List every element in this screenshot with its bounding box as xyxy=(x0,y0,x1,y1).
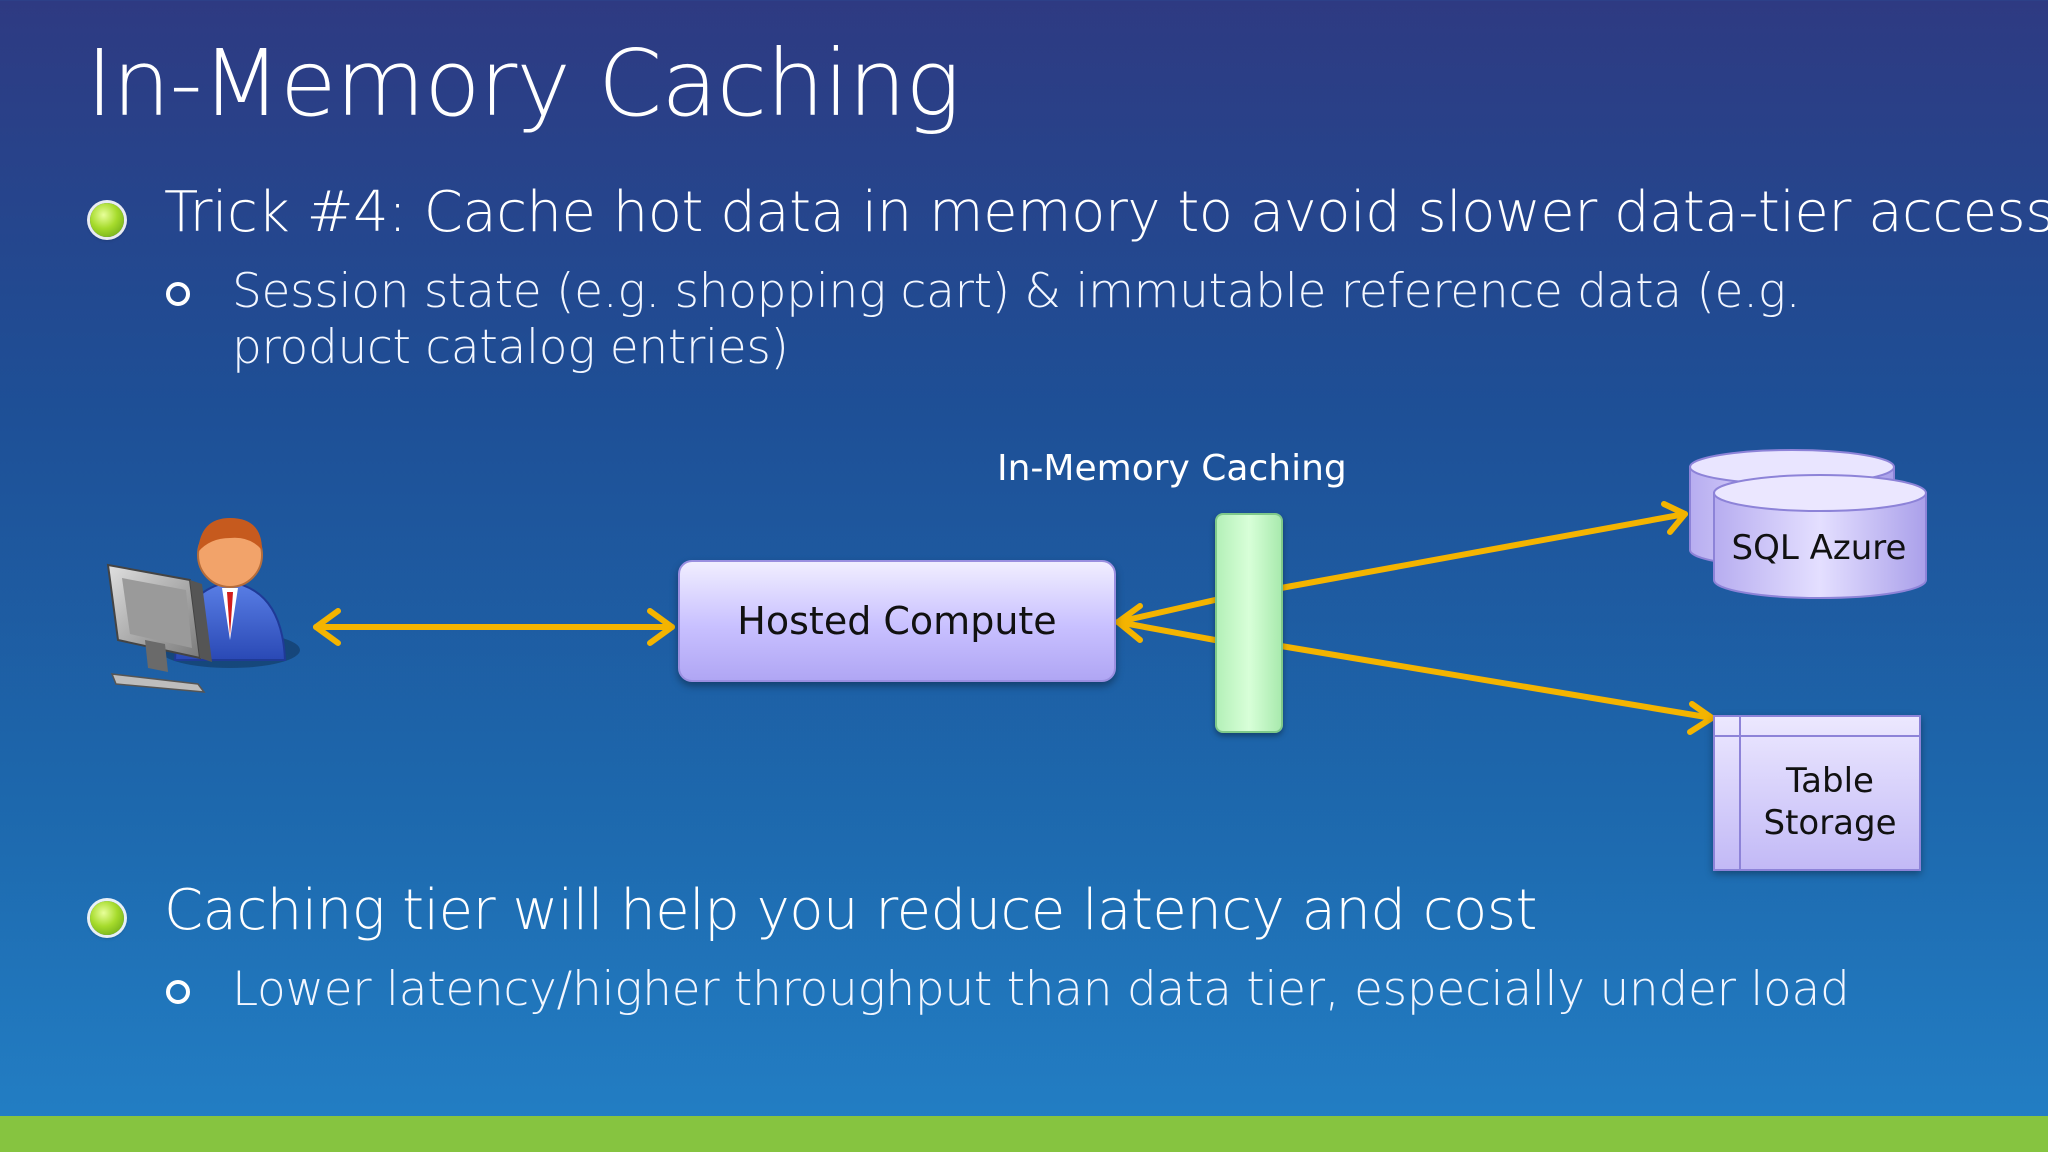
bullet-1-text: Trick #4: Cache hot data in memory to av… xyxy=(164,180,2048,245)
connector-arrows xyxy=(313,501,1715,735)
bullet-dot-icon xyxy=(90,203,124,237)
bullet-2-sub-text: Lower latency/higher throughput than dat… xyxy=(232,962,1850,1017)
sub-bullet-circle-icon xyxy=(166,282,190,306)
in-memory-cache-box xyxy=(1215,513,1283,733)
bullet-1-sub-text: Session state (e.g. shopping cart) & imm… xyxy=(232,264,1801,375)
sql-azure-database-icon xyxy=(1689,449,1927,599)
slide-title: In-Memory Caching xyxy=(86,30,961,137)
table-storage-label: Table Storage xyxy=(1738,760,1922,844)
hosted-compute-box: Hosted Compute xyxy=(678,560,1116,682)
footer-accent-bar xyxy=(0,1116,2048,1152)
sub-bullet-circle-icon xyxy=(166,980,190,1004)
in-memory-caching-label: In-Memory Caching xyxy=(997,448,1347,489)
sql-azure-label: SQL Azure xyxy=(1731,528,1907,568)
table-storage-icon xyxy=(1713,715,1921,871)
table-storage-label-line2: Storage xyxy=(1763,803,1897,843)
table-storage-label-line1: Table xyxy=(1786,761,1874,801)
bullet-2-text: Caching tier will help you reduce latenc… xyxy=(164,878,1537,943)
user-at-computer-icon xyxy=(106,518,300,693)
bullet-dot-icon xyxy=(90,901,124,935)
